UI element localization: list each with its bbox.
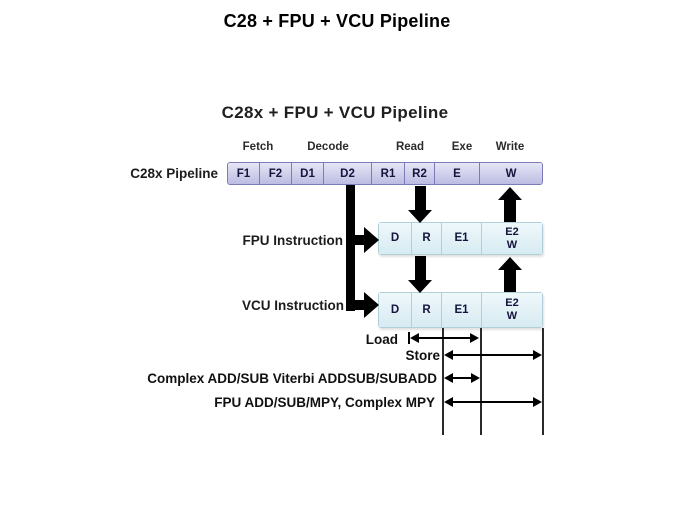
fpu-cell-e2w: E2 W xyxy=(481,223,542,254)
fpu-cell-r: R xyxy=(411,223,441,254)
timing-guide-line-right xyxy=(542,328,544,435)
vcu-instruction-label: VCU Instruction xyxy=(241,298,344,313)
vcu-cell-e2w: E2 W xyxy=(481,293,542,327)
fpu-to-vcu-arrow-head-icon xyxy=(408,280,432,293)
timing-label-complex-addsub: Complex ADD/SUB Viterbi ADDSUB/SUBADD xyxy=(147,371,437,386)
store-range-arrow xyxy=(444,350,542,360)
arrow-right-icon xyxy=(471,373,480,383)
arrow-right-icon xyxy=(470,333,479,343)
c28x-cell-r2: R2 xyxy=(404,163,434,184)
fpu-dispatch-arrow-shaft xyxy=(346,235,366,245)
stage-label-fetch: Fetch xyxy=(242,141,274,153)
vcu-writeback-arrow-shaft xyxy=(504,269,516,292)
c28x-cell-f1: F1 xyxy=(228,163,259,184)
vcu-cell-d: D xyxy=(379,293,411,327)
r2-to-fpu-arrow-head-icon xyxy=(408,210,432,223)
fpu-dispatch-arrow-head-icon xyxy=(364,227,379,253)
stage-label-decode: Decode xyxy=(307,141,349,153)
c28x-cell-w: W xyxy=(479,163,542,184)
vcu-dispatch-arrow-shaft xyxy=(346,300,366,310)
r2-to-fpu-arrow-shaft xyxy=(415,186,426,211)
vcu-cell-e2w-line2: W xyxy=(506,310,518,322)
vcu-writeback-arrow-head-icon xyxy=(498,257,522,270)
fpu-to-vcu-arrow-shaft xyxy=(415,256,426,281)
c28x-cell-f2: F2 xyxy=(259,163,291,184)
timing-guide-line-r-e1 xyxy=(442,328,444,435)
timing-label-fpu-mpy: FPU ADD/SUB/MPY, Complex MPY xyxy=(214,395,435,410)
stage-label-read: Read xyxy=(395,141,425,153)
c28x-cell-d2: D2 xyxy=(323,163,371,184)
d2-dispatch-line xyxy=(346,185,355,311)
page-title: C28 + FPU + VCU Pipeline xyxy=(223,11,451,31)
stage-label-exe: Exe xyxy=(451,141,473,153)
vcu-cell-e2w-line1: E2 xyxy=(505,297,519,309)
vcu-cell-r: R xyxy=(411,293,441,327)
fpu-cell-e2w-line2: W xyxy=(506,238,518,251)
arrow-right-icon xyxy=(533,350,542,360)
diagram-title: C28x + FPU + VCU Pipeline xyxy=(221,103,449,122)
vcu-cell-e1: E1 xyxy=(441,293,481,327)
timing-guide-line-e1-e2 xyxy=(480,328,482,435)
fpu-cell-e2w-line1: E2 xyxy=(505,225,519,238)
fpu-cell-d: D xyxy=(379,223,411,254)
load-range-arrow xyxy=(410,333,479,343)
c28x-cell-d1: D1 xyxy=(291,163,323,184)
fpu-cell-e1: E1 xyxy=(441,223,481,254)
fpu-writeback-arrow-head-icon xyxy=(498,187,522,200)
timing-label-load: Load xyxy=(365,332,398,347)
fpu-instruction-row: D R E1 E2 W xyxy=(378,222,543,255)
c28x-pipeline-label: C28x Pipeline xyxy=(130,166,218,181)
arrow-right-icon xyxy=(533,397,542,407)
complex-addsub-range-arrow xyxy=(444,373,480,383)
timing-label-store: Store xyxy=(405,348,440,363)
fpu-instruction-label: FPU Instruction xyxy=(242,233,344,248)
c28x-pipeline-row: F1 F2 D1 D2 R1 R2 E W xyxy=(227,162,543,185)
fpu-writeback-arrow-shaft xyxy=(504,199,516,222)
fpu-mpy-range-arrow xyxy=(444,397,542,407)
stage-label-write: Write xyxy=(495,141,525,153)
load-range-tick xyxy=(408,332,410,344)
vcu-instruction-row: D R E1 E2 W xyxy=(378,292,543,328)
vcu-dispatch-arrow-head-icon xyxy=(364,292,379,318)
c28x-cell-r1: R1 xyxy=(371,163,404,184)
c28x-cell-e: E xyxy=(434,163,479,184)
